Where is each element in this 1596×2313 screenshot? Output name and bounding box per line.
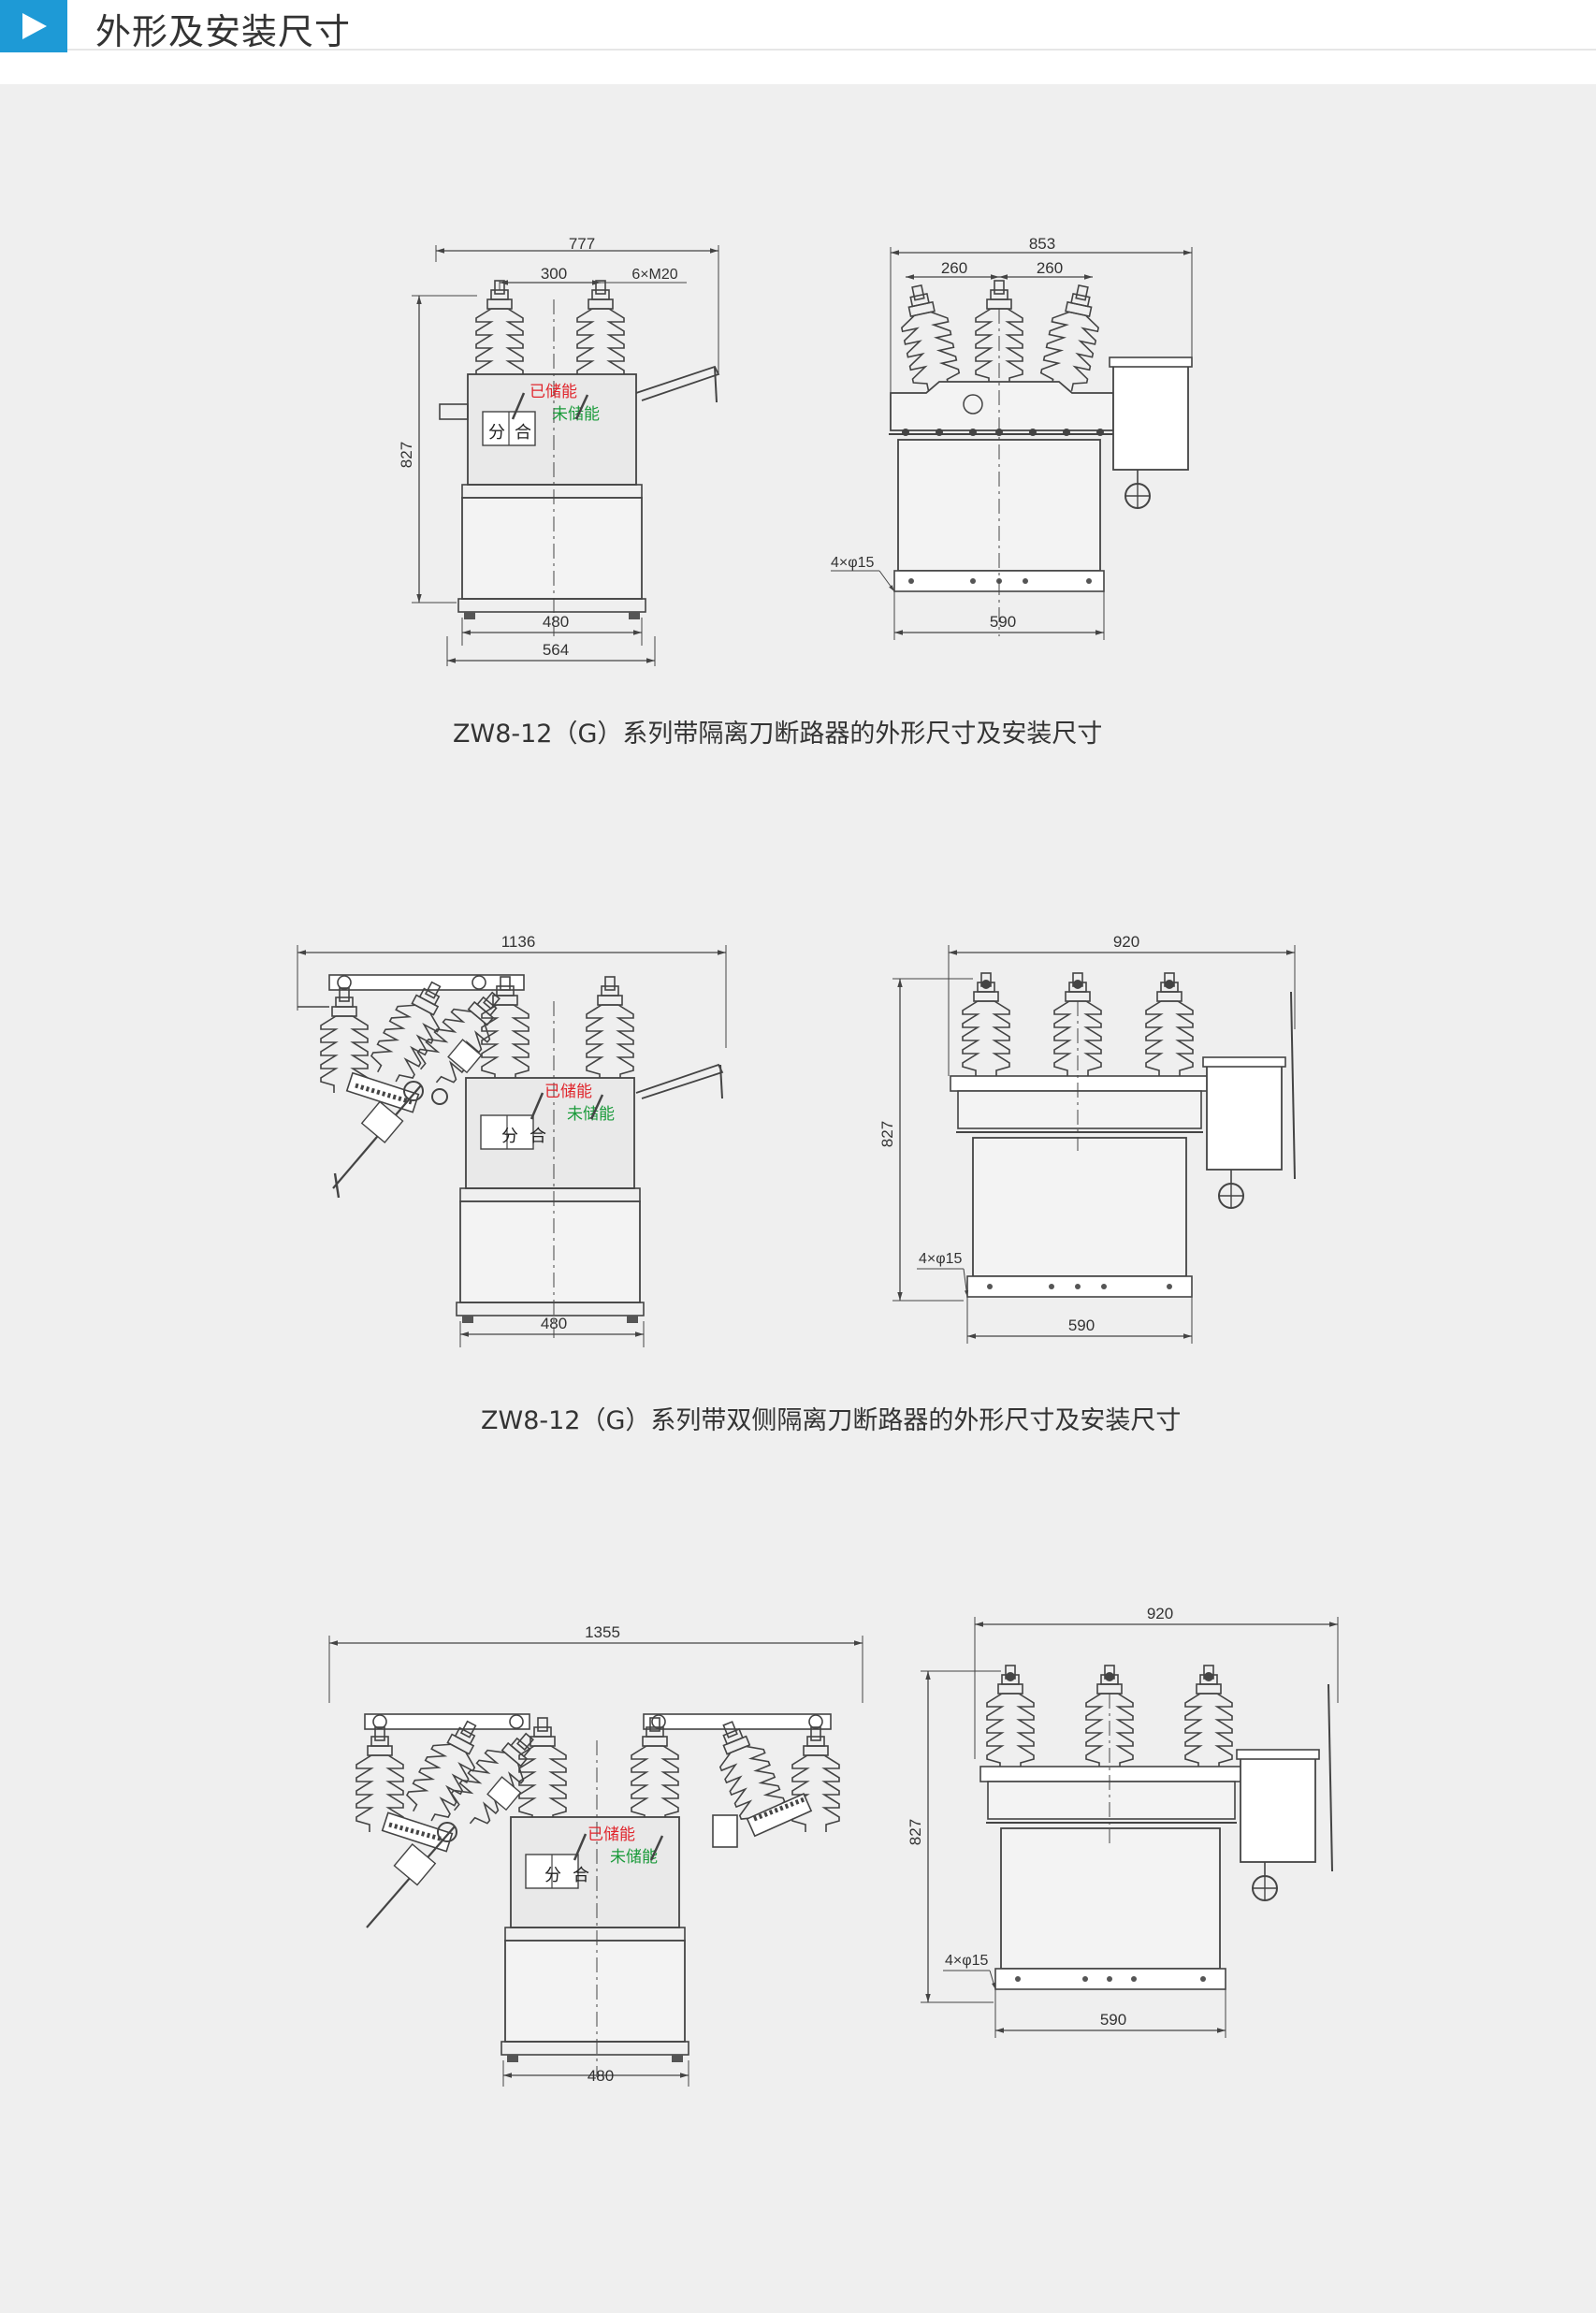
dim-827: 827 (398, 442, 415, 468)
holes-label: 4×φ15 (831, 555, 875, 571)
play-arrow-icon (22, 13, 47, 39)
dim-777: 777 (569, 235, 595, 253)
dim-480: 480 (543, 613, 569, 631)
drawing-panel (0, 84, 1596, 2313)
diagram3-side-view: 1355 已储能 未储能 分 合 480 (328, 1623, 863, 2087)
diagram3-front-view: 920 827 4×φ15 590 (907, 1605, 1339, 2038)
thread-spec: 6×M20 (631, 267, 677, 283)
label-close-3: 合 (573, 1866, 589, 1884)
label-open-3: 分 (544, 1866, 561, 1884)
dim-590-3: 590 (1100, 2011, 1126, 2029)
dim-590: 590 (990, 613, 1016, 631)
dim-920-3: 920 (1147, 1605, 1173, 1622)
holes-label-2: 4×φ15 (919, 1251, 963, 1267)
caption-2: ZW8-12（G）系列带双侧隔离刀断路器的外形尺寸及安装尺寸 (481, 1406, 1182, 1435)
caption-1: ZW8-12（G）系列带隔离刀断路器的外形尺寸及安装尺寸 (453, 720, 1103, 749)
dim-564: 564 (543, 641, 569, 659)
dim-1136: 1136 (501, 933, 536, 951)
dim-480-3: 480 (588, 2067, 614, 2085)
diagram1-side-view: 777 300 6×M20 827 已储能 未储能 分 合 480 (398, 235, 720, 666)
diagram2-front-view: 920 827 4×φ15 590 (878, 933, 1296, 1344)
dim-1355: 1355 (585, 1623, 620, 1641)
label-unstored-3: 未储能 (610, 1848, 658, 1866)
dim-853: 853 (1029, 235, 1055, 253)
diagram1-front-view: 853 260 260 4×φ15 590 (831, 235, 1193, 640)
label-stored-3: 已储能 (588, 1826, 635, 1843)
section-title: 外形及安装尺寸 (95, 11, 352, 52)
diagram2-side-view: 1136 已储能 未储能 分 合 480 (297, 933, 727, 1347)
label-unstored: 未储能 (552, 405, 600, 423)
label-open-2: 分 (501, 1127, 518, 1145)
label-open: 分 (488, 423, 505, 442)
label-close-2: 合 (530, 1127, 546, 1145)
page-header: 外形及安装尺寸 (0, 0, 1596, 52)
dim-827-2: 827 (878, 1121, 896, 1147)
dim-827-3: 827 (907, 1819, 924, 1845)
dim-260b: 260 (1037, 259, 1063, 277)
dim-920: 920 (1113, 933, 1139, 951)
label-stored: 已储能 (530, 383, 577, 400)
dim-480-2: 480 (541, 1315, 567, 1332)
label-unstored-2: 未储能 (567, 1105, 615, 1123)
dim-260a: 260 (941, 259, 967, 277)
dim-300: 300 (541, 265, 567, 283)
label-stored-2: 已储能 (544, 1083, 592, 1100)
section-marker (0, 0, 67, 52)
header-rule (67, 49, 1596, 51)
dim-590-2: 590 (1068, 1317, 1095, 1334)
label-close: 合 (515, 423, 531, 442)
holes-label-3: 4×φ15 (945, 1953, 989, 1969)
